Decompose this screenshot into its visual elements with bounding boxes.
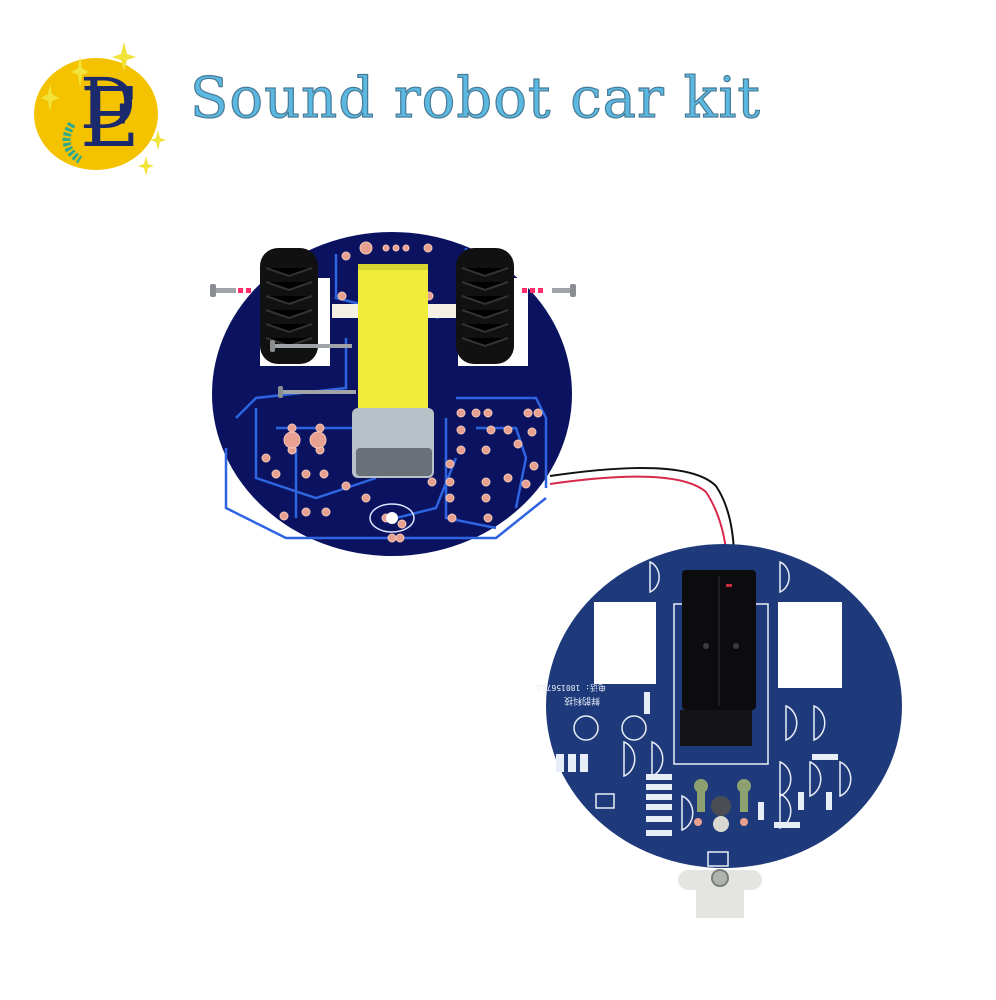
page-title: Sound robot car kit <box>189 65 761 131</box>
silkscreen-brand: 鲜韵科技 <box>564 695 600 707</box>
silkscreen-phone: 电话: 18015670288 <box>536 683 606 693</box>
brand-logo: E D <box>34 42 166 176</box>
bottom-pcb-image: 电话: 18015670288 鲜韵科技 <box>536 467 902 918</box>
wheel-left <box>260 248 318 364</box>
logo-letter-e: E <box>80 71 140 166</box>
caster-wheel <box>678 869 762 918</box>
wheel-right <box>456 248 514 364</box>
sparkle-star-icon <box>41 42 166 176</box>
assembled-pcb-image <box>210 232 576 556</box>
logo-letter-d: D <box>80 63 136 145</box>
